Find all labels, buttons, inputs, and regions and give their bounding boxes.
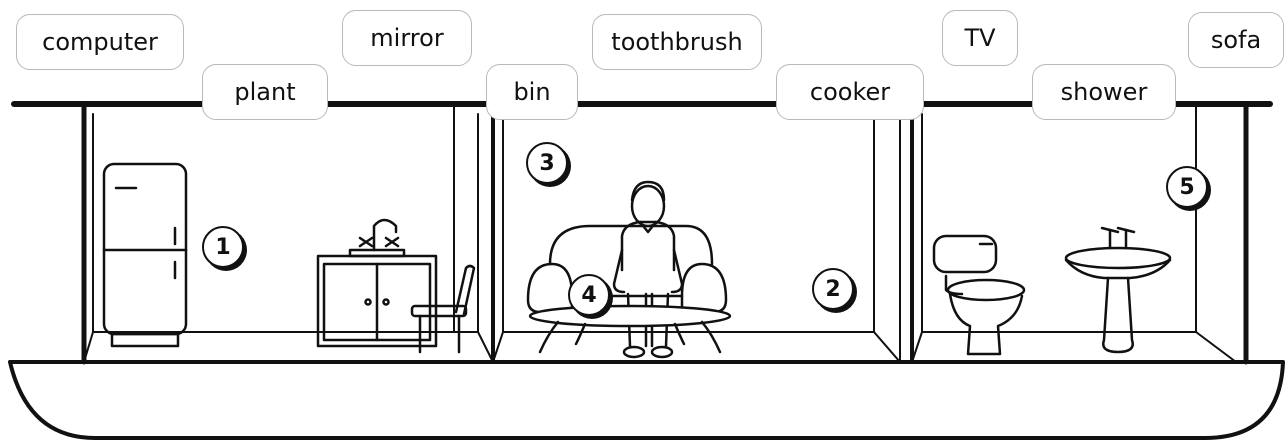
label-shower: shower [1032,64,1176,120]
label-computer: computer [16,14,184,70]
marker-4: 4 [568,274,610,316]
toilet-illustration [934,236,1024,354]
man-illustration [614,182,682,357]
marker-3: 3 [526,142,568,184]
marker-2: 2 [812,268,854,310]
marker-1: 1 [202,226,244,268]
bathroom-room-lines [912,104,1236,362]
label-mirror: mirror [342,10,472,66]
label-toothbrush: toothbrush [592,14,762,70]
label-plant: plant [202,64,328,120]
kitchen-room-lines [84,104,493,362]
label-cooker: cooker [776,64,924,120]
washbasin-illustration [1066,228,1170,352]
marker-5: 5 [1166,166,1208,208]
fridge-illustration [104,164,186,346]
label-sofa: sofa [1188,12,1284,68]
label-bin: bin [486,64,578,120]
label-tv: TV [942,10,1018,66]
house-base [10,362,1283,438]
sink-cabinet-illustration [318,220,436,346]
